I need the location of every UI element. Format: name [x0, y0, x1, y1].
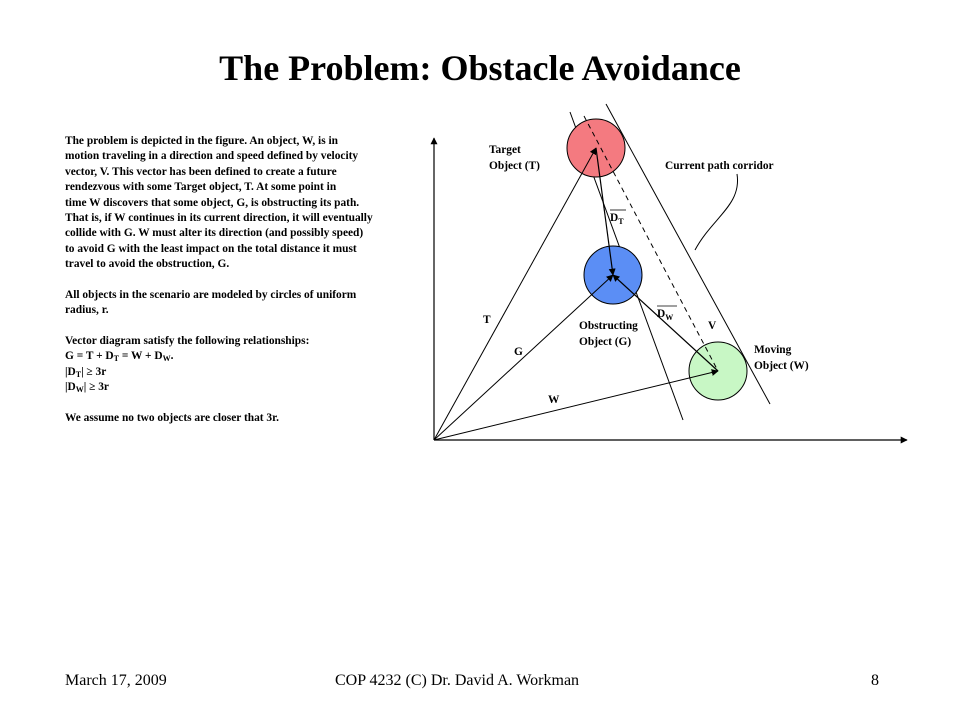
model-line: All objects in the scenario are modeled … [65, 288, 357, 301]
dt-label: DT [610, 212, 624, 226]
slide-title: The Problem: Obstacle Avoidance [219, 48, 741, 88]
vector-dw [612, 274, 719, 372]
obstructing-label: Object (G) [579, 336, 631, 348]
equation-vector-sum: G = T + DT = W + DW. [65, 350, 174, 364]
equation-dt-bound: |DT| ≥ 3r [65, 365, 107, 379]
vector-t [433, 147, 597, 441]
vector-g [433, 274, 614, 441]
center-path-dashed [583, 115, 719, 372]
w-vector-label: W [548, 394, 560, 406]
description-line: travel to avoid the obstruction, G. [65, 258, 230, 271]
model-line: radius, r. [65, 304, 109, 317]
description-line: collide with G. W must alter its directi… [65, 227, 364, 240]
description-line: time W discovers that some object, G, is… [65, 196, 360, 209]
description-line: That is, if W continues in its current d… [65, 211, 373, 224]
t-vector-label: T [483, 314, 491, 326]
dw-label: DW [657, 308, 673, 322]
corridor-label: Current path corridor [665, 160, 774, 172]
page-number: 8 [871, 672, 879, 689]
description-line: vector, V. This vector has been defined … [65, 165, 337, 178]
vector-w [433, 369, 719, 441]
vector-dt [595, 147, 616, 276]
moving-label: Moving [754, 344, 792, 356]
g-vector-label: G [514, 346, 523, 358]
footer-course: COP 4232 (C) Dr. David A. Workman [335, 672, 580, 689]
footer-date: March 17, 2009 [65, 672, 167, 689]
target-label: Target [489, 144, 521, 156]
v-vector-label: V [708, 320, 717, 332]
problem-description: The problem is depicted in the figure. A… [65, 134, 437, 426]
description-line: rendezvous with some Target object, T. A… [65, 181, 337, 194]
relationships-heading: Vector diagram satisfy the following rel… [65, 335, 310, 348]
assumption-line: We assume no two objects are closer that… [65, 412, 279, 425]
description-line: The problem is depicted in the figure. A… [65, 135, 338, 147]
description-line: motion traveling in a direction and spee… [65, 150, 359, 163]
description-line: to avoid G with the least impact on the … [65, 242, 357, 255]
target-label: Object (T) [489, 160, 540, 172]
corridor-right-edge [605, 103, 771, 405]
obstructing-label: Obstructing [579, 320, 638, 332]
moving-label: Object (W) [754, 360, 809, 372]
corridor-callout-curve [694, 173, 739, 251]
equation-dw-bound: |DW| ≥ 3r [65, 381, 109, 395]
